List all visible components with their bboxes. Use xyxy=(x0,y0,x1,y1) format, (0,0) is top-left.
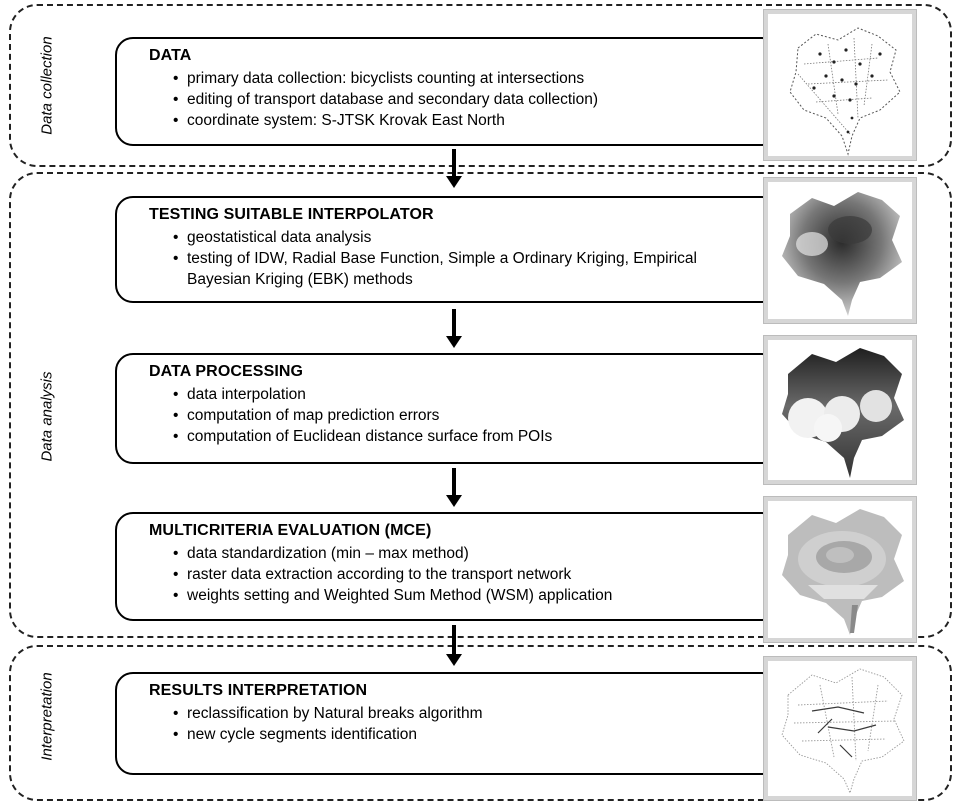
interpolation-surface-map-icon xyxy=(764,178,916,323)
step-box-results-interpretation: RESULTS INTERPRETATION reclassification … xyxy=(115,672,780,775)
bullet-item: primary data collection: bicyclists coun… xyxy=(173,68,778,89)
group-data-analysis xyxy=(9,172,952,638)
bullet-list: geostatistical data analysis testing of … xyxy=(149,227,778,290)
mce-suitability-map-icon xyxy=(764,497,916,642)
step-title: MULTICRITERIA EVALUATION (MCE) xyxy=(149,522,432,539)
step-box-data-processing: DATA PROCESSING data interpolation compu… xyxy=(115,353,780,464)
flow-arrow-down-icon xyxy=(446,309,462,349)
bullet-item: testing of IDW, Radial Base Function, Si… xyxy=(173,248,738,290)
step-box-data: DATA primary data collection: bicyclists… xyxy=(115,37,780,146)
bullet-item: data interpolation xyxy=(173,384,778,405)
prediction-error-map-icon xyxy=(764,336,916,484)
bullet-list: primary data collection: bicyclists coun… xyxy=(149,68,778,131)
flow-arrow-down-icon xyxy=(446,625,462,667)
bullet-list: data interpolation computation of map pr… xyxy=(149,384,778,447)
map-thumbnail-5 xyxy=(781,668,905,795)
bullet-list: reclassification by Natural breaks algor… xyxy=(149,703,778,745)
group-data-collection xyxy=(9,4,952,167)
bullet-item: geostatistical data analysis xyxy=(173,227,738,248)
cycle-segments-network-map-icon xyxy=(764,657,916,800)
map-thumbnail-1 xyxy=(789,27,901,156)
step-title: DATA PROCESSING xyxy=(149,363,304,380)
flow-arrow-down-icon xyxy=(446,468,462,508)
flow-arrow-down-icon xyxy=(446,149,462,189)
bullet-item: reclassification by Natural breaks algor… xyxy=(173,703,778,724)
map-thumbnail-2 xyxy=(782,192,902,316)
group-interpretation xyxy=(9,645,952,801)
group-label-interpretation: Interpretation xyxy=(38,672,56,761)
map-thumbnail-3 xyxy=(782,348,904,478)
group-label-data-collection: Data collection xyxy=(38,36,56,135)
bullet-item: new cycle segments identification xyxy=(173,724,778,745)
bullet-item: editing of transport database and second… xyxy=(173,89,778,110)
bullet-item: weights setting and Weighted Sum Method … xyxy=(173,585,778,606)
step-title: RESULTS INTERPRETATION xyxy=(149,682,368,699)
bullet-item: coordinate system: S-JTSK Krovak East No… xyxy=(173,110,778,131)
step-box-mce: MULTICRITERIA EVALUATION (MCE) data stan… xyxy=(115,512,780,621)
bullet-item: raster data extraction according to the … xyxy=(173,564,778,585)
road-network-points-map-icon xyxy=(764,10,916,160)
bullet-item: data standardization (min – max method) xyxy=(173,543,778,564)
map-thumbnail-4 xyxy=(782,509,904,635)
step-title: TESTING SUITABLE INTERPOLATOR xyxy=(149,206,434,223)
bullet-item: computation of map prediction errors xyxy=(173,405,778,426)
bullet-item: computation of Euclidean distance surfac… xyxy=(173,426,778,447)
group-label-data-analysis: Data analysis xyxy=(38,371,56,462)
step-box-testing-interpolator: TESTING SUITABLE INTERPOLATOR geostatist… xyxy=(115,196,780,303)
bullet-list: data standardization (min – max method) … xyxy=(149,543,778,606)
step-title: DATA xyxy=(149,47,192,64)
